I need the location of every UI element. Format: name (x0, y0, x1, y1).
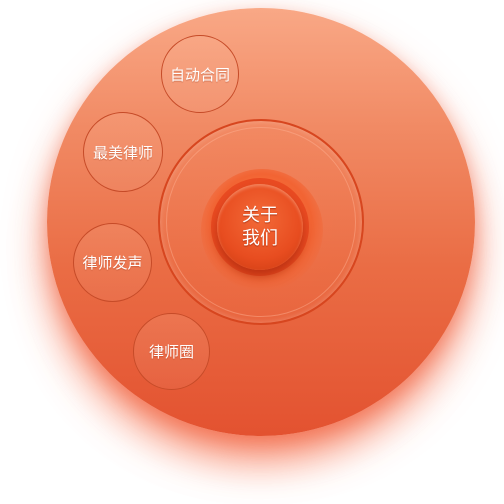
menu-item-label: 律师圈 (148, 343, 194, 361)
menu-item-label: 自动合同 (169, 65, 230, 84)
menu-item-best-lawyers[interactable]: 最美律师 (83, 112, 163, 192)
about-us-label-line2: 我们 (242, 228, 278, 249)
menu-item-label: 律师发声 (82, 254, 143, 272)
menu-item-lawyer-circle[interactable]: 律师圈 (133, 313, 210, 390)
menu-item-label: 最美律师 (92, 143, 153, 162)
menu-item-lawyer-voice[interactable]: 律师发声 (73, 223, 152, 302)
center-inner-ring (166, 127, 356, 317)
about-us-label-line1: 关于 (242, 205, 278, 226)
menu-item-auto-contract[interactable]: 自动合同 (161, 35, 239, 113)
about-us-button[interactable]: 关于 我们 (217, 184, 303, 270)
